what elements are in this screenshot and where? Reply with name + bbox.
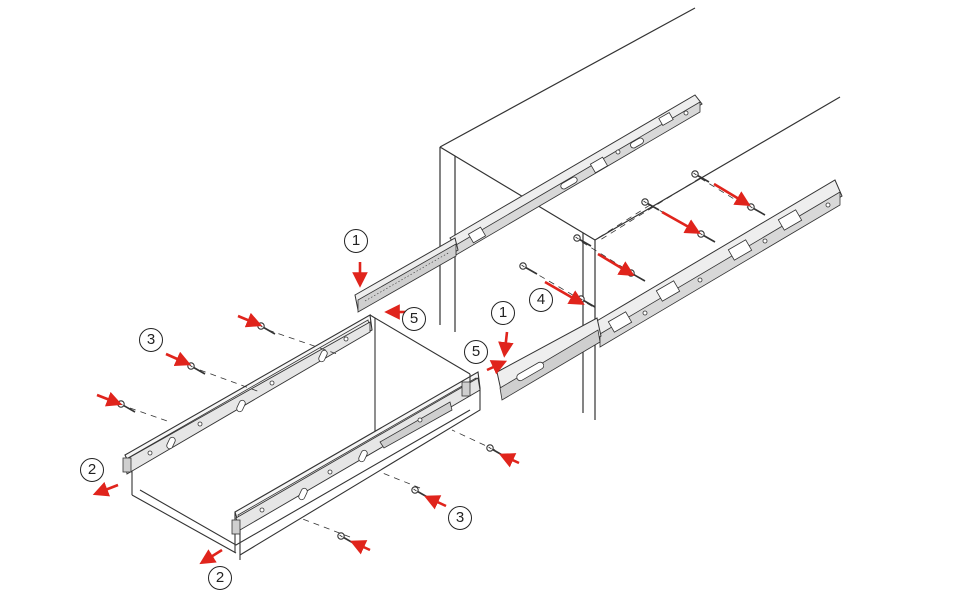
direction-arrows [92,182,751,565]
arrow-step3-b [165,351,192,366]
drawer-bottom [139,409,471,546]
arrow-step1-right [498,331,514,358]
screw-drawer-right-2 [336,531,356,545]
cabinet-rail-left [354,94,703,313]
arrow-step3-a [237,312,263,328]
screw-drawer-back [485,443,505,457]
screw-cabinet-6 [690,170,710,183]
drawer-rail-right [231,377,481,535]
arrow-step4-2 [597,252,635,277]
arrow-step3-c [96,391,123,407]
drawer-rail-left [122,321,371,475]
screw-cabinet-1 [518,261,538,275]
arrow-back-screw [498,453,520,468]
arrow-step4-3 [661,210,701,234]
screw-drawer-left-2 [187,361,206,375]
arrow-step3-e [349,540,371,555]
arrow-step4-4 [713,182,751,207]
screw-drawer-left-1 [256,321,276,335]
alignment-lines [129,177,753,538]
arrow-step3-d [423,495,447,510]
screw-cabinet-7 [696,230,716,243]
screw-drawer-right-1 [410,485,430,499]
cabinet [439,7,841,420]
screw-cabinet-3 [576,294,596,308]
screw-cabinet-8 [746,203,766,216]
cabinet-rail-right [496,179,843,401]
cabinet-left-side-panel [439,7,696,332]
screw-cabinet-5 [626,268,646,282]
arrow-step4-1 [544,280,585,305]
arrow-step2-right [199,548,223,565]
screw-drawer-left-3 [117,399,136,413]
arrow-step5-right [486,360,508,375]
arrow-step2-left [92,481,119,497]
drawer-back-panel [369,314,471,440]
